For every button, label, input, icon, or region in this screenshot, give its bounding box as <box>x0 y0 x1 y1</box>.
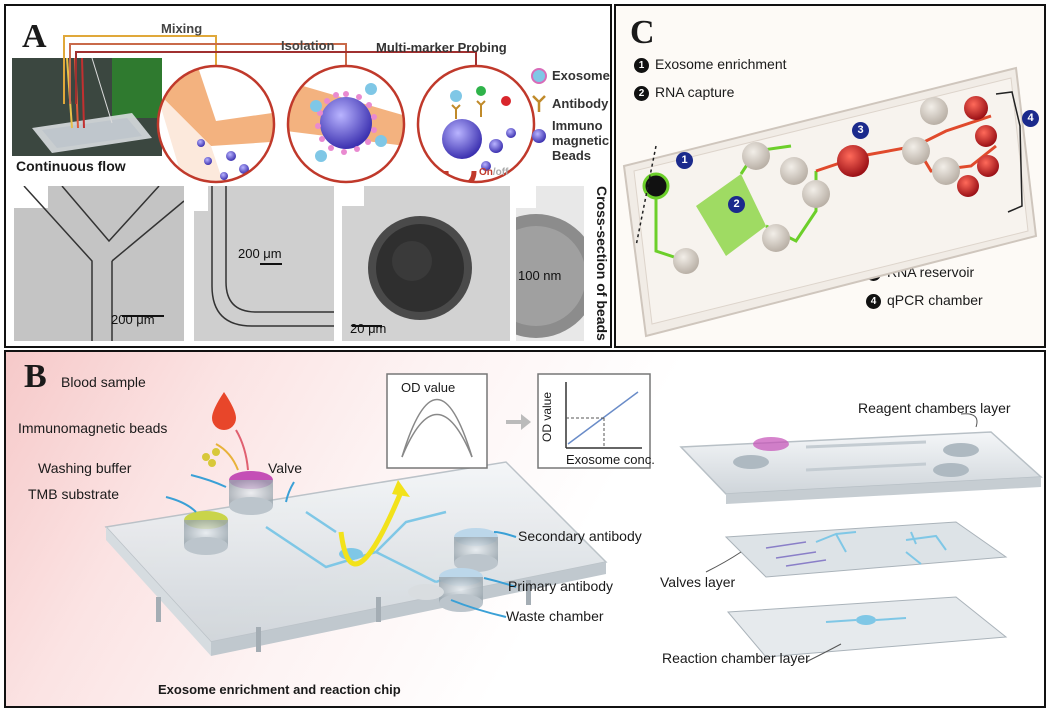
chip-marker-2: 2 <box>728 196 745 213</box>
scale-bar-4: 100 nm <box>518 268 562 283</box>
panel-a-letter: A <box>22 18 47 55</box>
badge-1: 1 <box>634 58 649 73</box>
reaction-layer-label: Reaction chamber layer <box>662 650 810 666</box>
rna-chip-photo <box>622 66 1038 338</box>
graph-xlabel: Exosome conc. <box>566 452 655 467</box>
on-off-label: On/off <box>479 167 508 178</box>
panel-c-item-2: 2 RNA capture <box>634 84 734 101</box>
legend-exosome: Exosome <box>552 68 610 83</box>
panel-b-letter: B <box>24 358 47 395</box>
item-4-label: qPCR chamber <box>887 292 983 308</box>
micrograph-cross-section <box>516 186 584 341</box>
legend-beads-line3: Beads <box>552 148 592 163</box>
schematic-circles <box>156 64 536 184</box>
secondary-antibody-label: Secondary antibody <box>518 528 642 544</box>
cross-section-label: Cross-section of beads <box>594 186 610 341</box>
panel-c-item-1: 1 Exosome enrichment <box>634 56 787 73</box>
panel-b: B <box>4 350 1046 708</box>
isolation-label: Isolation <box>281 38 335 53</box>
legend-a-icons <box>531 68 547 143</box>
legend-beads-line1: Immuno <box>552 118 603 133</box>
continuous-flow-label: Continuous flow <box>16 158 126 174</box>
blood-sample-label: Blood sample <box>61 374 146 390</box>
scale-bar-2: 200 μm <box>238 246 282 261</box>
legend-beads-line2: magnetic <box>552 133 610 148</box>
reaction-chip-drawing <box>104 373 1043 663</box>
item-2-label: RNA capture <box>655 84 735 100</box>
connector-lines <box>63 35 477 104</box>
primary-antibody-label: Primary antibody <box>508 578 614 594</box>
scale-bar-1: 200 μm <box>111 312 155 327</box>
mixing-label: Mixing <box>161 21 203 36</box>
chip-marker-4: 4 <box>1022 110 1039 127</box>
chip-marker-3: 3 <box>852 122 869 139</box>
legend-antibody: Antibody <box>552 96 609 111</box>
valves-layer-label: Valves layer <box>660 574 736 590</box>
immunomagnetic-beads-label: Immunomagnetic beads <box>18 420 168 436</box>
chip-title: Exosome enrichment and reaction chip <box>158 682 401 697</box>
off-label: /off <box>492 167 509 178</box>
tmb-substrate-label: TMB substrate <box>28 486 120 502</box>
badge-4: 4 <box>866 294 881 309</box>
od-value-label: OD value <box>401 380 456 395</box>
scale-bar-3: 20 μm <box>350 321 387 336</box>
micrograph-u-channel <box>194 186 334 341</box>
device-photo <box>12 58 162 156</box>
panel-c-item-4: 4 qPCR chamber <box>866 292 983 309</box>
graph-ylabel: OD value <box>540 391 554 442</box>
micrograph-y-junction <box>14 186 184 341</box>
panel-c: C 1 Exosome enrichment 2 RNA capture 3 RNA … <box>614 4 1046 348</box>
reagent-layer-label: Reagent chambers layer <box>858 400 1011 416</box>
washing-buffer-label: Washing buffer <box>38 460 132 476</box>
panel-c-letter: C <box>630 14 655 51</box>
badge-2: 2 <box>634 86 649 101</box>
micrograph-bead-cluster <box>342 186 510 341</box>
valve-label: Valve <box>268 460 302 476</box>
item-1-label: Exosome enrichment <box>655 56 787 72</box>
chip-marker-1: 1 <box>676 152 693 169</box>
multi-marker-label: Multi-marker Probing <box>376 40 507 55</box>
legend-beads: Immuno magnetic Beads <box>552 118 609 163</box>
panel-a: A Continuous flow Mixing Isolation Multi… <box>4 4 612 348</box>
on-label: On <box>479 167 493 178</box>
waste-chamber-label: Waste chamber <box>506 608 604 624</box>
